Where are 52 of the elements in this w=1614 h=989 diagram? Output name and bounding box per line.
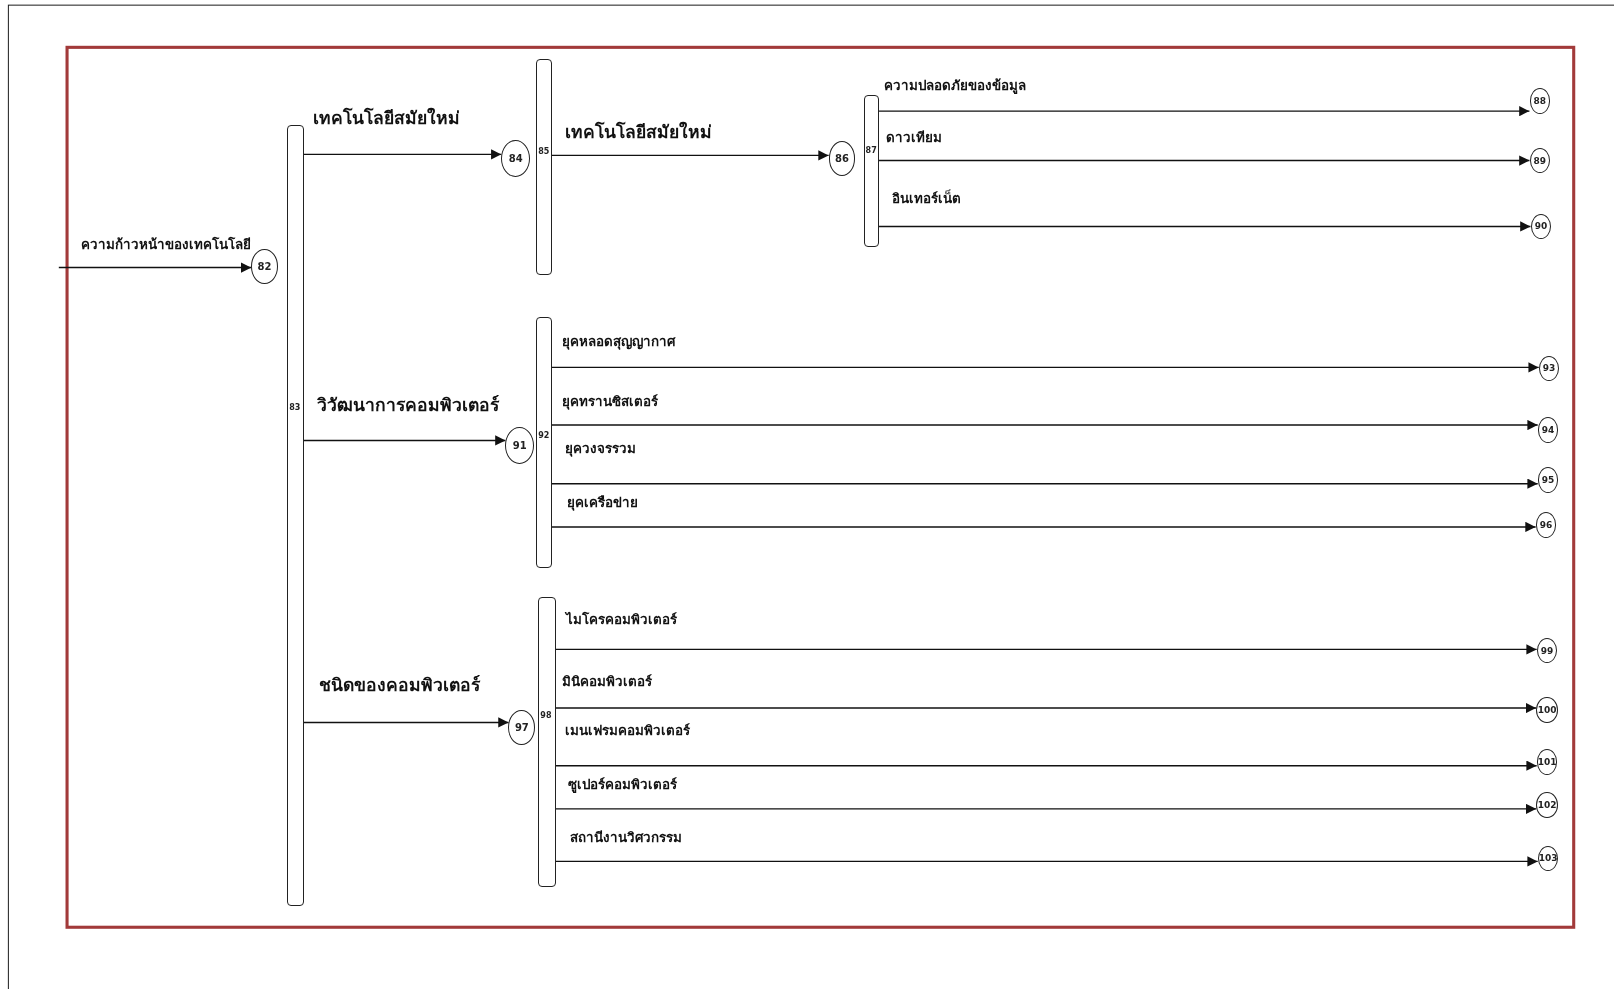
numbered-circle: 88 xyxy=(1529,88,1551,114)
bar-number: 98 xyxy=(540,711,552,721)
edge-label: ยุคทรานซิสเตอร์ xyxy=(561,394,659,411)
bar xyxy=(538,597,556,888)
bar-number: 85 xyxy=(538,147,550,157)
arrow xyxy=(303,435,507,446)
numbered-circle: 100 xyxy=(1536,697,1558,724)
arrow xyxy=(555,644,1538,655)
bar-number: 83 xyxy=(289,403,301,413)
arrow xyxy=(878,106,1531,117)
edge-label: ความปลอดภัยของข้อมูล xyxy=(883,78,1028,95)
edge-label: ดาวเทียม xyxy=(885,129,944,146)
arrow xyxy=(303,717,510,728)
numbered-circle: 97 xyxy=(508,710,536,746)
arrow xyxy=(555,702,1537,714)
bar-number: 87 xyxy=(865,146,877,156)
edge-label: สถานีงานวิศวกรรม xyxy=(569,829,684,846)
bar xyxy=(536,58,552,275)
arrow xyxy=(878,155,1531,166)
numbered-circle: 103 xyxy=(1537,845,1559,872)
bar xyxy=(863,94,880,247)
numbered-circle: 101 xyxy=(1536,748,1558,775)
edge-label: ซูเปอร์คอมพิวเตอร์ xyxy=(567,777,679,794)
arrow xyxy=(551,478,1539,489)
arrow xyxy=(878,221,1532,232)
bar xyxy=(536,317,552,569)
numbered-circle: 90 xyxy=(1530,213,1552,240)
numbered-circle: 91 xyxy=(505,427,535,465)
arrow xyxy=(551,521,1537,533)
numbered-circle: 99 xyxy=(1536,637,1558,664)
arrow xyxy=(551,419,1539,431)
arrow xyxy=(58,262,252,273)
numbered-circle: 89 xyxy=(1529,147,1551,174)
arrow xyxy=(555,760,1538,771)
numbered-circle: 84 xyxy=(501,140,531,178)
arrow xyxy=(551,150,830,161)
numbered-circle: 86 xyxy=(828,141,856,176)
arrow xyxy=(555,803,1537,815)
numbered-circle: 102 xyxy=(1536,792,1558,818)
edge-label: ยุคเครือข่าย xyxy=(566,495,640,512)
edge-label: เมนเฟรมคอมพิวเตอร์ xyxy=(564,722,692,739)
numbered-circle: 95 xyxy=(1537,466,1559,493)
numbered-circle: 82 xyxy=(251,249,278,285)
arrow xyxy=(551,362,1540,373)
arrow xyxy=(555,856,1539,867)
bar-number: 92 xyxy=(538,431,550,441)
numbered-circle: 94 xyxy=(1537,417,1559,444)
arrow xyxy=(303,149,503,160)
bar xyxy=(287,125,304,907)
numbered-circle: 93 xyxy=(1538,355,1560,382)
numbered-circle: 96 xyxy=(1535,512,1557,538)
edge-label: ความก้าวหน้าของเทคโนโลยี xyxy=(80,236,253,253)
